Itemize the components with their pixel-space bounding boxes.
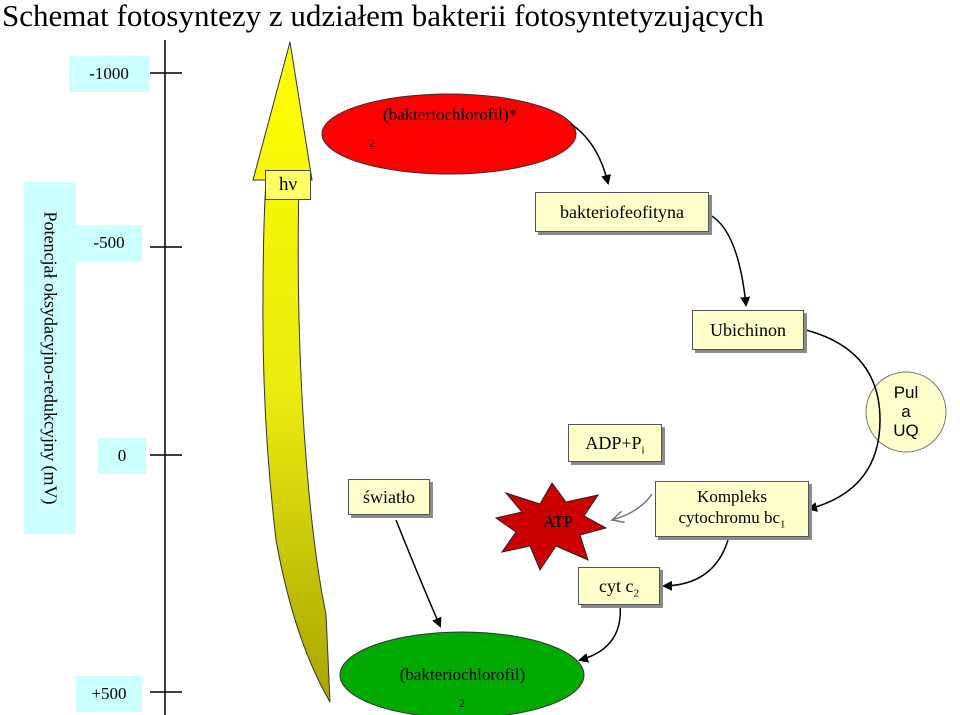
arrow-light-to-bacteriochlorophyll: [395, 519, 442, 628]
bacteriopheophytin-box: bakteriofeofityna: [535, 192, 709, 232]
y-axis-label-box: Potencjał oksydacyjno-redukcyjny (mV): [24, 182, 76, 534]
pool-line-3: UQ: [893, 421, 919, 440]
tick-label-minus-1000: -1000: [69, 56, 149, 92]
ubiquinone-box: Ubichinon: [692, 310, 804, 350]
ground-bacteriochlorophyll-ellipse: [339, 631, 585, 715]
ground-bacteriochlorophyll-subscript: 2: [459, 696, 465, 710]
light-label-box: światło: [348, 479, 430, 515]
cytochrome-complex-line-1: Kompleks: [697, 487, 767, 506]
excited-bacteriochlorophyll-ellipse: [321, 93, 577, 175]
cyt-c2-box: cyt c2: [578, 567, 660, 605]
excited-bacteriochlorophyll-subscript: 2: [369, 136, 375, 150]
tick-label-plus-500: +500: [76, 676, 142, 712]
atp-label: ATP: [542, 512, 574, 531]
pool-line-1: Pul: [893, 383, 919, 402]
excited-bacteriochlorophyll-label: (bakteriochlorofil)*: [382, 105, 518, 124]
arrow-ubiquinone-to-cytochrome: [805, 329, 881, 512]
adp-pi-box: ADP+Pi: [568, 424, 662, 462]
cytochrome-complex-subscript: 1: [780, 518, 786, 531]
arrow-excited-to-bacteriopheophytin: [570, 123, 611, 185]
light-excitation-arrow: [252, 41, 331, 703]
cyt-c2-subscript: 2: [633, 587, 639, 600]
pool-uq-label: Pul a UQ: [884, 383, 928, 440]
page-title: Schemat fotosyntezy z udziałem bakterii …: [2, 0, 764, 33]
light-arrow-label: hν: [265, 170, 311, 200]
pool-line-2: a: [901, 402, 911, 421]
tick-label-0: 0: [98, 438, 146, 474]
cytochrome-complex-line-2: cytochromu bc: [678, 508, 781, 527]
arrow-cyt-c2-to-bacteriochlorophyll: [578, 603, 622, 663]
arrow-bacteriopheophytin-to-ubiquinone: [707, 213, 751, 307]
cytochrome-complex-box: Kompleks cytochromu bc1: [655, 481, 809, 537]
adp-pi-subscript: i: [641, 444, 645, 457]
arrow-cytochrome-to-cyt-c2: [662, 539, 729, 591]
adp-pi-label: ADP+P: [585, 433, 642, 453]
ground-bacteriochlorophyll-label: (bakteriochlorofil): [399, 665, 526, 684]
tick-label-minus-500: -500: [76, 225, 142, 261]
cyt-c2-label: cyt c: [599, 576, 634, 596]
atp-star: [494, 482, 608, 572]
pool-uq-ellipse: [865, 371, 947, 453]
arrow-adp-to-atp: [612, 493, 653, 520]
